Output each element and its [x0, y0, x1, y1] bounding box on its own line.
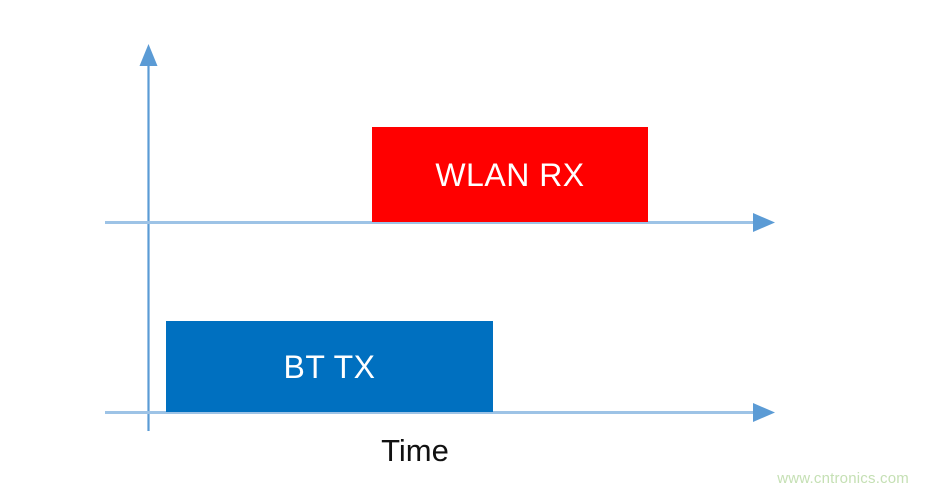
watermark-text: www.cntronics.com	[777, 470, 909, 487]
x-axis-title: Time	[381, 433, 449, 468]
right-arrow-icon-upper	[753, 213, 775, 232]
vertical-axis	[139, 44, 158, 431]
wlan-rx-block[interactable]: WLAN RX	[372, 127, 648, 222]
up-arrow-icon	[139, 44, 158, 66]
wlan-rx-label: WLAN RX	[435, 156, 585, 193]
bt-tx-label: BT TX	[283, 348, 376, 385]
bt-tx-block[interactable]: BT TX	[166, 321, 493, 412]
right-arrow-icon-lower	[753, 403, 775, 422]
